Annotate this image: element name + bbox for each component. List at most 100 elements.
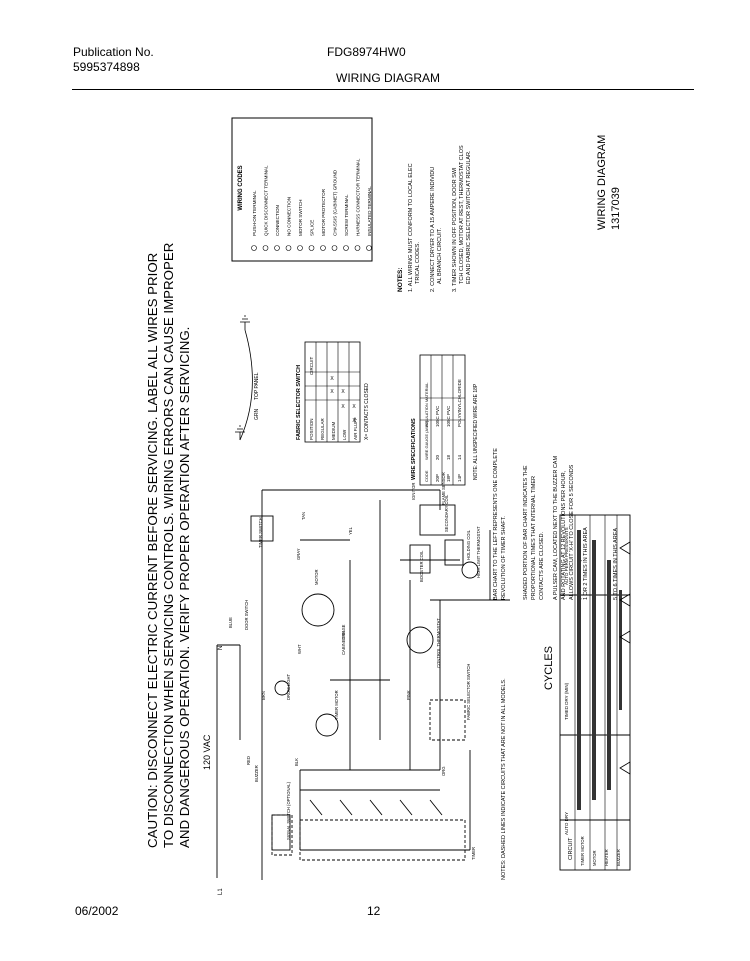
fabric-header-circuit: CIRCUIT	[309, 357, 314, 375]
bar-chart-notes: BAR CHART TO THE LEFT REPRESENTS ONE COM…	[493, 448, 619, 600]
publication-number: 5995374898	[73, 60, 140, 74]
svg-text:WIRING DIAGRAM: WIRING DIAGRAM	[596, 135, 608, 230]
notes-top: NOTES: 1. ALL WIRING MUST CONFORM TO LOC…	[397, 145, 472, 292]
component-label: DRUM LIGHT	[286, 674, 291, 700]
control-thermostat-symbol	[406, 626, 434, 654]
contact-closed-mark: X	[330, 376, 334, 382]
wiring-code-symbol	[308, 245, 315, 251]
wire-specs-table: WIRE SPECIFICATIONS NOTE: ALL UNSPECIFIE…	[411, 354, 479, 486]
svg-text:NOTES: DASHED LINES INDICATE C: NOTES: DASHED LINES INDICATE CIRCUITS TH…	[501, 678, 507, 880]
bar-chart-note: SHADED PORTION OF BAR CHART INDICATES TH…	[523, 465, 529, 600]
cycle-row-label: BUZZER	[616, 849, 621, 866]
cycle-row-label: TIMER MOTOR	[580, 836, 585, 866]
fabric-row-label: REGULAR	[320, 417, 325, 440]
wiring-code-symbol	[262, 245, 269, 251]
component-label: BOOSTER COIL	[419, 550, 424, 582]
svg-text:GRN: GRN	[254, 409, 260, 421]
bar-chart-note: REVOLUTION OF TIMER SHAFT.	[501, 516, 507, 600]
note-item: 3. TIMER SHOWN IN OFF POSITION, DOOR SWI	[452, 167, 458, 292]
spec-cell: 18	[446, 454, 451, 460]
model-number: FDG8974HW0	[327, 45, 406, 59]
secondary-coil	[419, 504, 456, 536]
timer-switch-box	[250, 515, 274, 542]
bar-chart-note: PROPORTIONAL TIMES THAT INTERNAL TIMER	[531, 476, 537, 600]
note-item-cont: TCH CLOSED, MOTOR AT REST, THERMOSTAT CL…	[459, 145, 465, 284]
note-item-cont: AL BRANCH CIRCUIT.	[437, 228, 443, 284]
spec-header: INSULATION MATERIAL	[424, 382, 429, 427]
spec-cell: 105C PVC	[446, 405, 451, 427]
schematic-notes: NOTES: DASHED LINES INDICATE CIRCUITS TH…	[501, 678, 507, 880]
component-label: IGNITOR	[411, 483, 416, 500]
wiring-code-symbol	[331, 245, 338, 251]
wiring-codes-title: WIRING CODES	[238, 165, 244, 210]
contact-closed-mark: X	[330, 389, 334, 395]
cycle-bar	[577, 530, 581, 810]
component-label: BUZZER	[254, 765, 259, 782]
wiring-code-item: PUSH-ON TERMINAL	[252, 190, 257, 236]
svg-text:1317039: 1317039	[610, 187, 622, 230]
contact-closed-mark: X	[341, 404, 345, 410]
wiring-code-item: CONNECTION	[275, 205, 280, 236]
svg-text:120 VAC: 120 VAC	[202, 734, 212, 770]
contact-closed-mark: X	[341, 389, 345, 395]
wire-color-label: BLUE	[228, 617, 233, 628]
wiring-code-symbol	[354, 245, 361, 251]
note-item: 1. ALL WIRING MUST CONFORM TO LOCAL ELEC	[408, 163, 414, 292]
spec-cell: POLYVINYLCHLORIDE	[457, 379, 462, 427]
section-title: WIRING DIAGRAM	[336, 71, 440, 85]
wire-color-label: ORG	[441, 766, 446, 776]
bar-chart-note: CONTACTS ARE CLOSED.	[539, 531, 545, 600]
wiring-code-item: NO CONNECTION	[287, 197, 292, 236]
holding-coil	[444, 539, 464, 566]
svg-text:N: N	[218, 646, 224, 650]
cycle-bar	[619, 590, 622, 710]
component-label: SIGNAL SWITCH (OPTIONAL)	[286, 781, 291, 840]
fabric-selector-switch-box	[429, 699, 466, 741]
wiring-code-item: INSULATED TERMINAL	[367, 186, 372, 236]
component-label: FLAME SENSOR	[441, 472, 446, 505]
wire-color-label: RED	[246, 756, 251, 765]
diagram-title: WIRING DIAGRAM 1317039	[596, 135, 622, 230]
caution-line-3: AND DANGEROUS OPERATION. VERIFY PROPER O…	[177, 327, 192, 848]
wire-color-label: GRAY	[296, 548, 301, 560]
fabric-selector-table: FABRIC SELECTOR SWITCH X= CONTACTS CLOSE…	[296, 341, 370, 443]
wire-color-label: BRN	[261, 691, 266, 700]
cycle-bar	[592, 540, 596, 800]
footer-date: 06/2002	[75, 904, 119, 918]
note-item: 2. CONNECT DRYER TO A 15 AMPERE INDIVIDU	[430, 167, 436, 292]
contact-closed-mark: X	[352, 404, 356, 410]
wiring-code-symbol	[320, 245, 326, 251]
cycle-section-label: TIMED DRY (MIN)	[564, 682, 569, 720]
component-label: CABINET BASE	[341, 624, 346, 655]
spec-cell: 18P	[446, 474, 451, 482]
bar-chart-note: ALLOWS CIRCUIT 'X-H' TO CLOSE FOR 5 SECO…	[569, 464, 575, 600]
wiring-code-item: SCREW TERMINAL	[344, 194, 349, 236]
component-label: TIMER SWITCH	[258, 517, 263, 548]
spec-cell: 20P	[435, 474, 440, 482]
bar-chart-note: 5 TO 6 TIMES IN THIS AREA	[613, 528, 619, 600]
component-label: FABRIC SELECTOR SWITCH	[466, 664, 471, 720]
bar-chart-note: AND ROTATING AT 12 REVOLUTIONS PER HOUR,	[561, 470, 567, 600]
wire-color-label: YEL	[348, 526, 353, 535]
wire-color-label: PINK	[406, 690, 411, 700]
caution-line-2: TO DISCONNECTION WHEN SERVICING CONTROLS…	[161, 243, 176, 848]
wiring-code-item: CHASSIS (CABINET) GROUND	[333, 169, 338, 236]
component-label: TIMER MOTOR	[334, 690, 339, 720]
booster-coil	[409, 544, 431, 574]
svg-text:NOTES:: NOTES:	[397, 267, 404, 292]
header-rule	[72, 89, 694, 90]
component-label: DOOR SWITCH	[244, 600, 249, 630]
wire-color-label: GRN	[341, 631, 346, 640]
component-label: SECONDARY COIL	[444, 494, 449, 532]
cycle-section-label: AUTO DRY	[564, 812, 569, 835]
cycle-bar	[607, 560, 611, 790]
bar-chart-note: 1 OR 2 TIMES IN THIS AREA	[583, 527, 589, 600]
cycle-row-label: MOTOR	[592, 850, 597, 866]
fabric-row-label: MEDIUM	[331, 422, 336, 440]
cycles-title: CYCLES	[543, 646, 555, 690]
spec-header: CODE	[424, 470, 429, 482]
wire-color-label: TAN	[301, 512, 306, 520]
svg-text:FABRIC SELECTOR SWITCH: FABRIC SELECTOR SWITCH	[296, 365, 302, 440]
